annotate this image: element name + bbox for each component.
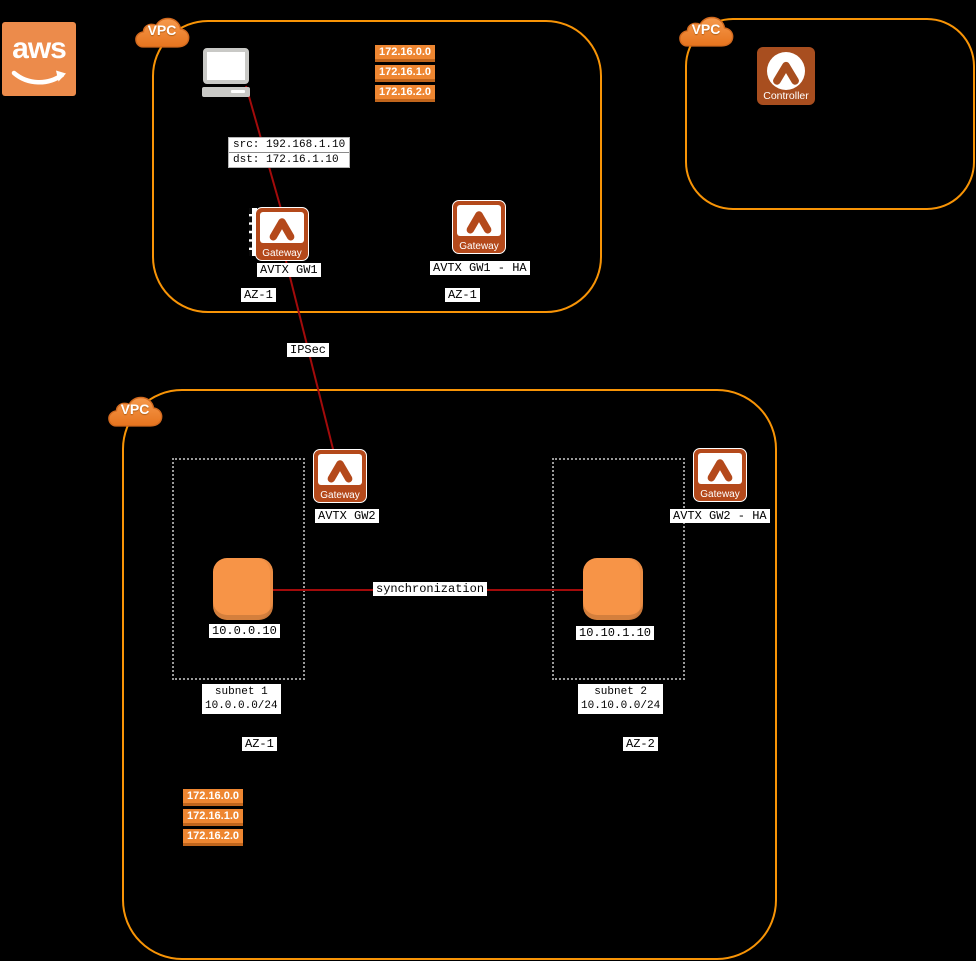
route-entry: 172.16.2.0 [375,85,435,102]
subnet1-box [172,458,305,680]
vpc-top-right-box [685,18,975,210]
gw1-az-label: AZ-1 [241,288,276,302]
gateway-icon-label: Gateway [459,241,499,252]
subnet-edge-dashes [249,208,257,256]
aws-logo: aws [2,22,76,96]
vpc-cloud-icon: VPC [677,12,735,52]
gw1-ha-name-label: AVTX GW1 - HA [430,261,530,275]
gw2-ha-name-label: AVTX GW2 - HA [670,509,770,523]
route-table-top: 172.16.0.0 172.16.1.0 172.16.2.0 [375,45,435,105]
gw1-name-label: AVTX GW1 [257,263,321,277]
subnet2-box [552,458,685,680]
vpc-label: VPC [691,21,721,37]
aviatrix-gateway-icon: Gateway [255,207,309,261]
aws-smile-icon [11,70,66,85]
vpc-label: VPC [120,401,150,417]
gateway-icon-label: Gateway [320,490,360,501]
aviatrix-controller-icon: Controller [757,47,815,105]
aws-logo-text: aws [12,32,67,65]
vpc-cloud-icon: VPC [106,392,164,432]
vpc-bottom-box [122,389,777,960]
ipsec-label: IPSec [287,343,330,357]
subnet2-az-label: AZ-2 [623,737,658,751]
sync-label: synchronization [373,582,488,596]
packet-label: src: 192.168.1.10 dst: 172.16.1.10 [228,137,351,168]
route-table-bottom: 172.16.0.0 172.16.1.0 172.16.2.0 [183,789,243,849]
route-entry: 172.16.0.0 [183,789,243,806]
gw1-ha-az-label: AZ-1 [445,288,480,302]
route-entry: 172.16.2.0 [183,829,243,846]
gw2-name-label: AVTX GW2 [315,509,379,523]
vpc-cloud-icon: VPC [133,13,191,53]
controller-icon-label: Controller [763,90,809,102]
subnet2-name: subnet 2 [594,686,648,698]
gateway-icon-label: Gateway [700,489,740,500]
route-entry: 172.16.0.0 [375,45,435,62]
vpc-label: VPC [147,22,177,38]
packet-dst: dst: 172.16.1.10 [233,154,339,166]
laptop-icon [202,48,250,97]
aviatrix-gateway-icon: Gateway [452,200,506,254]
instance1-ip-label: 10.0.0.10 [209,624,280,638]
route-entry: 172.16.1.0 [183,809,243,826]
packet-src: src: 192.168.1.10 [229,138,350,153]
aviatrix-gateway-icon: Gateway [313,449,367,503]
instance-icon [583,558,643,620]
subnet2-cidr: 10.10.0.0/24 [581,700,661,712]
vpc-top-left-box [152,20,602,313]
aviatrix-gateway-icon: Gateway [693,448,747,502]
gateway-icon-label: Gateway [262,248,302,259]
subnet1-az-label: AZ-1 [242,737,277,751]
route-entry: 172.16.1.0 [375,65,435,82]
subnet1-caption: subnet 1 10.0.0.0/24 [202,684,281,714]
subnet2-caption: subnet 2 10.10.0.0/24 [578,684,664,714]
subnet1-cidr: 10.0.0.0/24 [205,700,278,712]
instance-icon [213,558,273,620]
subnet1-name: subnet 1 [214,686,268,698]
instance2-ip-label: 10.10.1.10 [576,626,655,640]
